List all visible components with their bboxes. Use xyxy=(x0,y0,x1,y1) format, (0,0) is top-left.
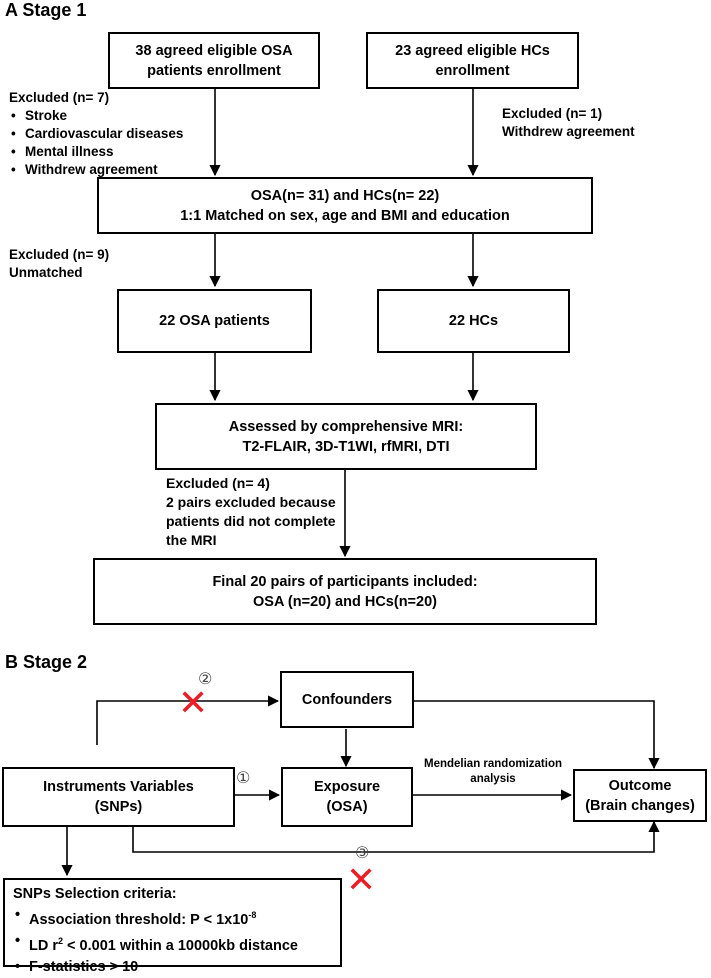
osa-patients-box: 22 OSA patients xyxy=(117,289,312,353)
outcome-line2: (Brain changes) xyxy=(585,797,695,814)
hc-enrollment-line2: enrollment xyxy=(435,62,510,79)
osa-enrollment-line2: patients enrollment xyxy=(147,62,281,79)
excluded-unmatched-title: Excluded (n= 9) xyxy=(9,247,110,262)
exposure-box: Exposure (OSA) xyxy=(281,767,413,827)
excluded-mri-line2: 2 pairs excluded because xyxy=(166,494,336,510)
hcs-label: 22 HCs xyxy=(448,313,499,329)
mri-line2: T2-FLAIR, 3D-T1WI, rfMRI, DTI xyxy=(242,438,450,455)
excluded-unmatched-reason: Unmatched xyxy=(9,265,83,280)
excluded-mri-line3: patients did not complete xyxy=(166,513,336,529)
stage1-heading: A Stage 1 xyxy=(5,0,87,20)
outcome-line1: Outcome xyxy=(608,777,672,794)
outcome-box: Outcome (Brain changes) xyxy=(573,769,707,822)
snp-criteria-box: SNPs Selection criteria: Association thr… xyxy=(3,878,342,978)
excluded-reason: Stroke xyxy=(9,107,183,125)
mr-analysis-line2: analysis xyxy=(470,773,516,785)
hc-enrollment-box: 23 agreed eligible HCs enrollment xyxy=(366,32,579,89)
assumption-1-marker: ① xyxy=(236,770,251,787)
arrow-instruments-to-outcome xyxy=(132,820,660,853)
excluded-reason: Withdrew agreement xyxy=(9,161,183,179)
excluded-hc-note: Excluded (n= 1) Withdrew agreement xyxy=(502,105,635,141)
assumption-3-text: ③ xyxy=(355,845,370,862)
mri-box: Assessed by comprehensive MRI: T2-FLAIR,… xyxy=(155,403,537,470)
hcs-box: 22 HCs xyxy=(377,289,570,353)
osa-patients-label: 22 OSA patients xyxy=(159,313,270,329)
excluded-osa-note: Excluded (n= 7) Stroke Cardiovascular di… xyxy=(9,89,183,179)
matched-line2: 1:1 Matched on sex, age and BMI and educ… xyxy=(180,207,510,224)
excluded-mri-line4: the MRI xyxy=(166,532,217,548)
confounders-box: Confounders xyxy=(280,671,414,728)
excluded-reason: Cardiovascular diseases xyxy=(9,125,183,143)
criteria-item: F-statistics > 10 xyxy=(13,957,332,978)
excluded-mri-note: Excluded (n= 4) 2 pairs excluded because… xyxy=(166,474,336,550)
excluded-reason: Mental illness xyxy=(9,143,183,161)
instruments-line1: Instruments Variables xyxy=(43,779,194,795)
osa-enrollment-line1: 38 agreed eligible OSA xyxy=(135,42,293,59)
violation-cross-icon: ✕ xyxy=(178,682,209,723)
hc-enrollment-line1: 23 agreed eligible HCs xyxy=(395,42,550,59)
exposure-line2: (OSA) xyxy=(326,799,368,815)
excluded-osa-title: Excluded (n= 7) xyxy=(9,90,110,105)
violation-cross-icon: ✕ xyxy=(346,859,377,900)
criteria-item: Association threshold: P < 1x10-8 xyxy=(13,905,332,931)
final-line1: Final 20 pairs of participants included: xyxy=(212,573,478,590)
excluded-unmatched-note: Excluded (n= 9) Unmatched xyxy=(9,246,109,282)
confounders-label: Confounders xyxy=(301,691,393,708)
mr-analysis-line1: Mendelian randomization xyxy=(423,758,562,770)
instruments-line2: (SNPs) xyxy=(94,799,143,815)
matched-line1: OSA(n= 31) and HCs(n= 22) xyxy=(250,187,440,204)
stage2-heading: B Stage 2 xyxy=(5,652,88,672)
arrow-instruments-to-confounders xyxy=(96,695,280,745)
exposure-line1: Exposure xyxy=(313,779,381,795)
excluded-hc-title: Excluded (n= 1) xyxy=(502,106,603,121)
assumption-3-marker: ③ xyxy=(355,843,369,863)
excluded-mri-line1: Excluded (n= 4) xyxy=(166,475,270,491)
excluded-hc-reason: Withdrew agreement xyxy=(502,124,635,139)
criteria-item: LD r2 < 0.001 within a 10000kb distance xyxy=(13,931,332,957)
criteria-title: SNPs Selection criteria: xyxy=(13,886,177,902)
matched-box: OSA(n= 31) and HCs(n= 22) 1:1 Matched on… xyxy=(97,177,593,234)
instruments-box: Instruments Variables (SNPs) xyxy=(2,767,235,827)
assumption-2-marker: ② xyxy=(198,671,213,688)
osa-enrollment-box: 38 agreed eligible OSA patients enrollme… xyxy=(108,32,320,89)
mri-line1: Assessed by comprehensive MRI: xyxy=(228,418,464,435)
mr-analysis-label: Mendelian randomization analysis xyxy=(418,757,568,787)
final-box: Final 20 pairs of participants included:… xyxy=(93,558,597,625)
arrow-confounders-to-outcome xyxy=(414,700,660,770)
final-line2: OSA (n=20) and HCs(n=20) xyxy=(253,593,437,610)
